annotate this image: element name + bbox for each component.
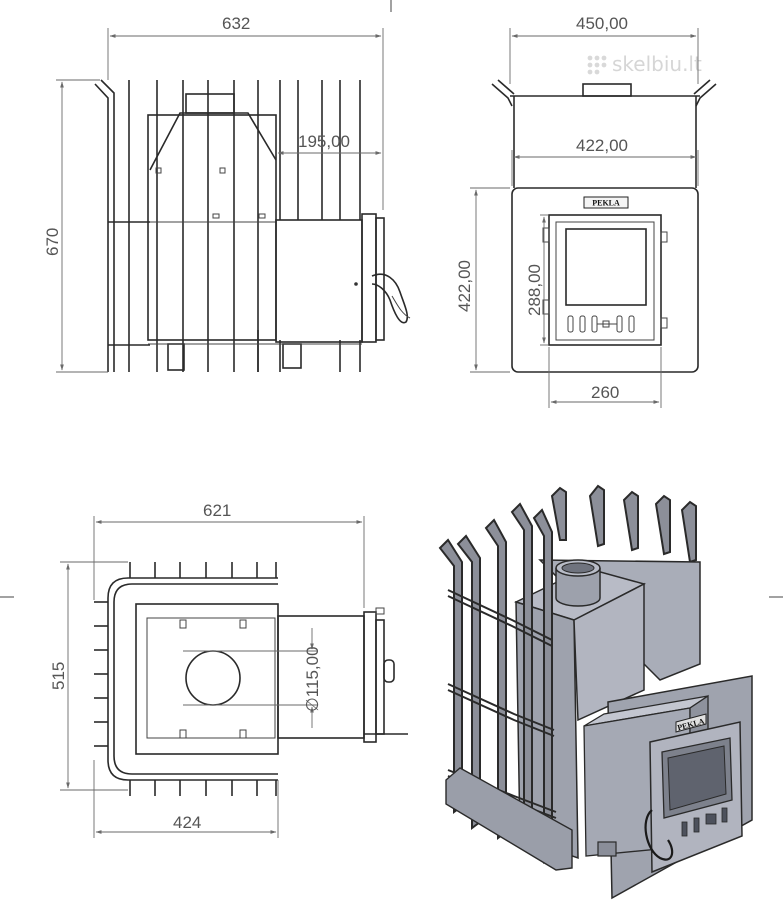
watermark-text: skelbiu.lt <box>612 52 702 76</box>
dim-front-width: 450,00 <box>576 14 628 33</box>
dim-top-base: 424 <box>173 813 201 832</box>
dim-top-width: 621 <box>203 501 231 520</box>
side-view <box>94 79 411 372</box>
dim-door-height: 288,00 <box>525 264 544 316</box>
dim-side-height: 670 <box>43 228 62 256</box>
top-view-dimensions: 621 515 424 ∅115,00 <box>49 501 365 838</box>
dim-pipe-diameter: ∅115,00 <box>303 646 322 712</box>
dim-top-depth: 515 <box>49 662 68 690</box>
dim-front-plate-height: 422,00 <box>455 260 474 312</box>
watermark: skelbiu.lt <box>587 52 702 76</box>
front-view-dimensions: 450,00 422,00 422,00 288,00 260 <box>455 14 699 408</box>
top-view <box>94 562 408 796</box>
dim-side-width: 632 <box>222 14 250 33</box>
pekla-logo: PEKLA <box>592 199 620 208</box>
dim-door-offset: 195,00 <box>298 132 350 151</box>
watermark-icon <box>587 55 607 75</box>
isometric-view: PEKLA <box>438 484 753 900</box>
dim-door-width: 260 <box>591 383 619 402</box>
side-view-dimensions: 632 670 195,00 <box>43 14 384 373</box>
front-view: PEKLA <box>491 79 717 373</box>
dim-front-plate-width: 422,00 <box>576 136 628 155</box>
